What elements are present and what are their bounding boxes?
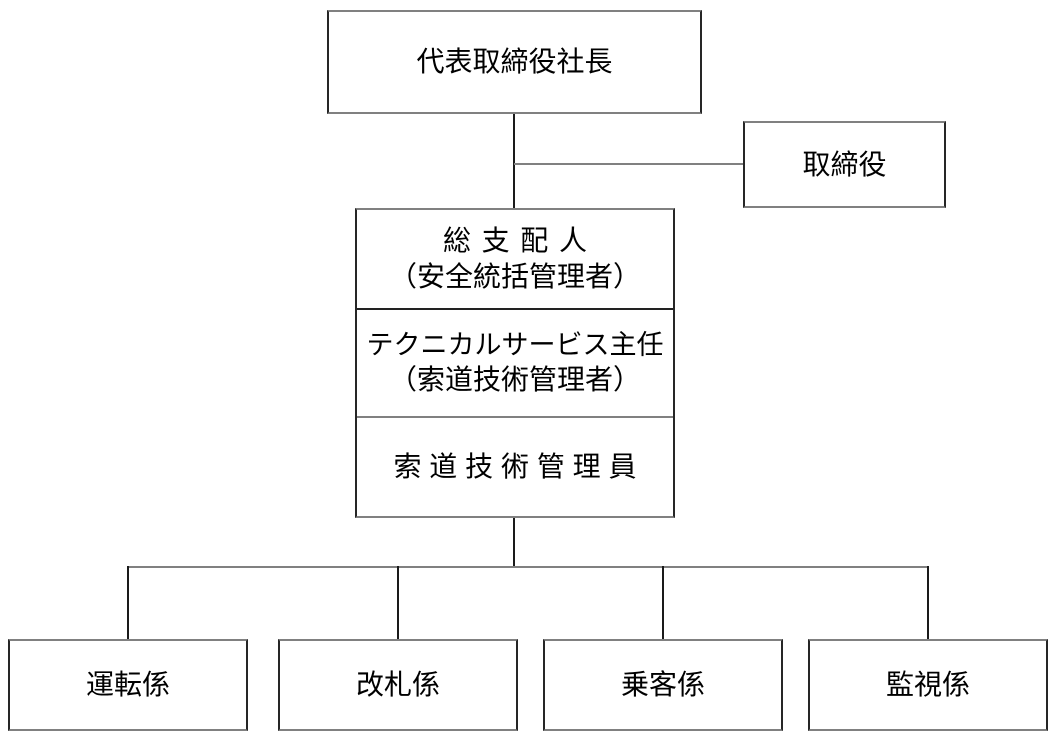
node-dept-monitoring-label: 監視係 [885, 669, 970, 701]
node-dept-monitoring: 監視係 [808, 639, 1048, 731]
node-general-manager: 総支配人 （安全統括管理者） [357, 210, 673, 310]
connector-distribution-line [127, 566, 929, 568]
node-dept-passenger: 乗客係 [543, 639, 783, 731]
node-dept-operation-label: 運転係 [85, 669, 170, 701]
connector-branch-to-director [514, 163, 743, 165]
connector-drop-ticket-gate [397, 566, 399, 639]
node-technical-service-chief-title: テクニカルサービス主任 [366, 329, 664, 360]
connector-drop-passenger [662, 566, 664, 639]
node-technical-service-chief: テクニカルサービス主任 （索道技術管理者） [357, 310, 673, 418]
connector-drop-operation [127, 566, 129, 639]
node-ropeway-engineer: 索道技術管理員 [357, 418, 673, 516]
node-president: 代表取締役社長 [327, 10, 702, 114]
node-dept-passenger-label: 乗客係 [620, 669, 705, 701]
node-director: 取締役 [743, 121, 946, 208]
node-president-label: 代表取締役社長 [416, 46, 613, 78]
node-director-label: 取締役 [802, 148, 887, 180]
node-general-manager-title: 総支配人 [443, 225, 598, 257]
connector-president-to-management [513, 114, 515, 208]
node-dept-ticket-gate-label: 改札係 [355, 669, 440, 701]
connector-drop-monitoring [927, 566, 929, 639]
node-ropeway-engineer-title: 索道技術管理員 [393, 451, 645, 483]
node-dept-ticket-gate: 改札係 [278, 639, 518, 731]
node-dept-operation: 運転係 [8, 639, 248, 731]
node-technical-service-chief-subtitle: （索道技術管理者） [388, 364, 641, 396]
connector-management-to-bus [513, 518, 515, 568]
node-management-stack: 総支配人 （安全統括管理者） テクニカルサービス主任 （索道技術管理者） 索道技… [355, 208, 675, 518]
node-general-manager-subtitle: （安全統括管理者） [388, 261, 641, 292]
